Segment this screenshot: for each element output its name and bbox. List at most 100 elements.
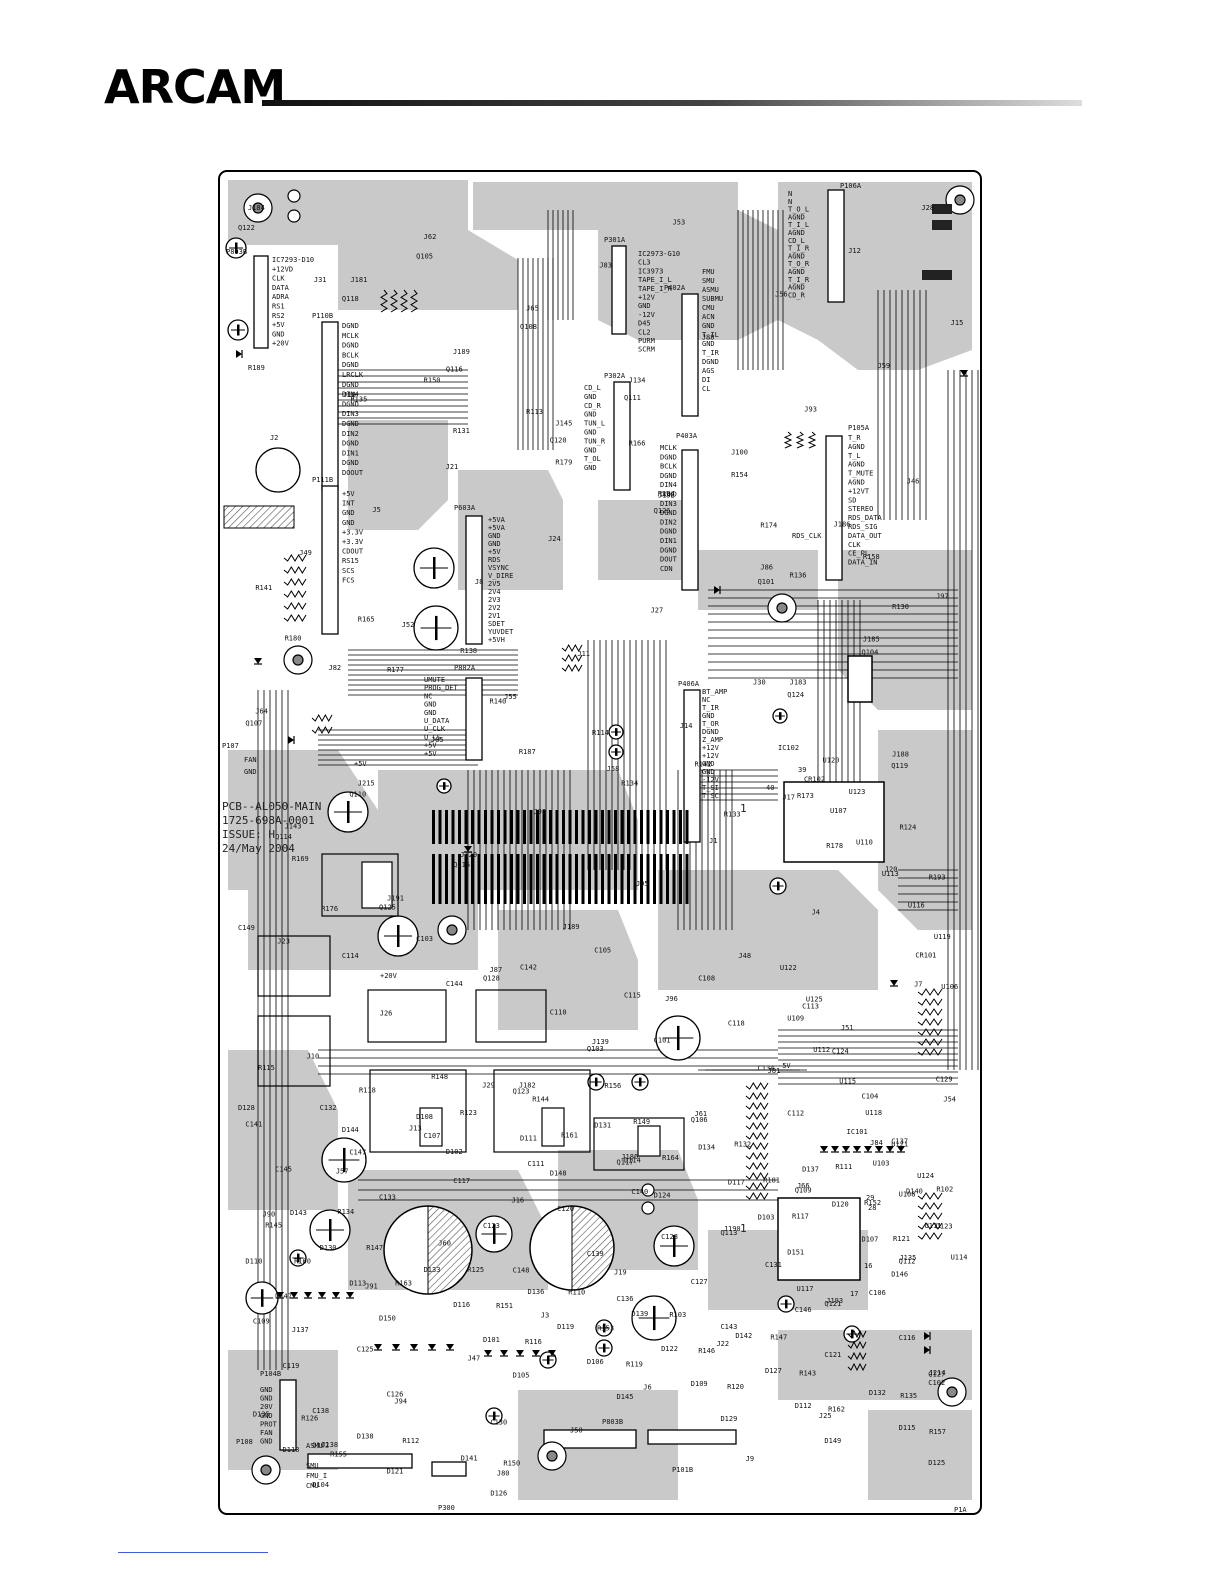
diode-designator: D121: [386, 1468, 403, 1476]
connector-headers: [253, 189, 845, 1477]
label-p107: P107: [222, 742, 239, 750]
pin-label-p110b: DGND: [342, 361, 359, 369]
jumper-designator: J83: [599, 262, 612, 270]
pin-label-p104b: GND: [260, 1386, 273, 1394]
diode-designator: D127: [765, 1367, 782, 1375]
chip-pad: [477, 810, 481, 844]
chip-pad: [594, 810, 598, 844]
diode-designator: D101: [483, 1336, 500, 1344]
resistor-designator: R187: [519, 748, 536, 756]
transistor-designator: Q102: [312, 1442, 329, 1450]
capacitor-designator: C107: [424, 1132, 441, 1140]
pin-label-p104b: GND: [260, 1412, 273, 1420]
chip-pad: [549, 810, 552, 844]
transistor-designator: Q126: [654, 507, 671, 515]
diode-designator: D111: [520, 1135, 537, 1143]
capacitor-designator: C117: [453, 1177, 470, 1185]
transistor-designator: Q107: [245, 720, 262, 728]
ic-designator: U123: [849, 788, 866, 796]
resistor-designator: R141: [255, 584, 272, 592]
pin-label-p302a: GND: [584, 446, 597, 454]
pin-label-p110b: DIN2: [342, 430, 359, 438]
chip-pad: [607, 854, 611, 904]
pin-label-p403a: DIN4: [660, 481, 677, 489]
chip-pad: [471, 854, 474, 904]
diode-designator: D139: [631, 1310, 648, 1318]
chip-pad: [575, 854, 578, 904]
chip-pad: [497, 854, 500, 904]
transistor-designator: Q110: [349, 790, 366, 798]
transistor-designator: Q125: [379, 904, 396, 912]
jumper-designator: J28: [921, 204, 934, 212]
footer-link-underline: [118, 1552, 268, 1553]
chip-pad: [672, 854, 676, 904]
pin-label-p406a: +12V: [702, 744, 720, 752]
resistor-designator: R193: [929, 874, 946, 882]
jumper-designator: J46: [907, 477, 920, 485]
jumper-designator: J95: [636, 880, 649, 888]
jumper-designator: J18: [343, 391, 356, 399]
chip-pad: [523, 854, 526, 904]
diode-designator: D128: [238, 1104, 255, 1112]
pin-label-p104b: FAN: [260, 1429, 273, 1437]
resistor-designator: R116: [525, 1338, 542, 1346]
pin-label-p110b: LRCLK: [342, 371, 364, 379]
ic-designator: CR102: [804, 775, 825, 783]
resistor-designator: R103: [669, 1311, 686, 1319]
diode-designator: D109: [691, 1380, 708, 1388]
pin-40: 40: [766, 784, 774, 792]
pin-label-p302a: TUN_R: [584, 437, 606, 445]
label-p104b: P104B: [260, 1370, 281, 1378]
capacitor-designator: C137: [891, 1137, 908, 1145]
chip-pad: [568, 854, 572, 904]
resistor: [745, 1102, 769, 1110]
transistor-designator: Q120: [550, 436, 567, 444]
resistor: [745, 1092, 769, 1100]
jumper-designator: J57: [336, 1168, 349, 1176]
pin-label-p105a: DATA_OUT: [848, 532, 883, 540]
diode-designator: D138: [357, 1433, 374, 1441]
diode-body: [464, 846, 472, 852]
jumper-designator: J94: [394, 1398, 407, 1406]
pin-label-p105a: CE_PL: [848, 550, 869, 558]
chip-pad: [445, 854, 448, 904]
jumper-designator: J60: [438, 1240, 451, 1248]
pin-label-p106a: N: [788, 190, 792, 198]
pin-label-p402a: FMU: [702, 268, 715, 276]
jumper-designator: J191: [387, 894, 404, 902]
diode-body: [500, 1350, 508, 1356]
component-designators: C149C148C112C114C136C137C144C143C145C110…: [238, 204, 967, 1498]
jumper-designator: J145: [555, 420, 572, 428]
label-p108: P108: [236, 1438, 253, 1446]
label-p803b: P803B: [226, 248, 247, 256]
bulk-caps: [223, 447, 615, 1295]
pin-label-p402a-header: GND: [638, 302, 651, 310]
chip-pad: [627, 854, 630, 904]
ic-designator: U103: [873, 1159, 890, 1167]
diode-body: [714, 586, 720, 594]
capacitor-designator: C108: [698, 975, 715, 983]
pin-label-p803b: RS2: [272, 312, 285, 320]
resistor-designator: R118: [359, 1086, 376, 1094]
pin-label-columns: IC7293-D10+12VDCLKDATAADRARS1RS2+5VGND+2…: [260, 190, 883, 1446]
diode-designator: D131: [594, 1122, 611, 1130]
jumper-designator: J8: [475, 578, 483, 586]
pcb-diagram: PCB--AL050-MAIN 1725-698A-0001 ISSUE: H …: [218, 170, 982, 1515]
chip-pad: [451, 854, 455, 904]
resistor-designator: R160: [294, 1257, 311, 1265]
jumper-designator: J86: [760, 564, 773, 572]
jumper-designator: J138: [321, 1441, 338, 1449]
diode-body: [304, 1292, 312, 1298]
pin-label-p402a-header: TAPE_I_R: [638, 285, 673, 293]
label-p105a: P105A: [848, 424, 870, 432]
resistor: [847, 1329, 867, 1339]
resistor: [917, 1028, 943, 1036]
pin-label-p110b: DGND: [342, 322, 359, 330]
label-p803b-bottom: P803B: [602, 1418, 623, 1426]
diode-body: [428, 1344, 436, 1350]
pin-label-p402a: SMU: [702, 277, 715, 285]
diode-body: [853, 1146, 861, 1152]
capacitor-designator: C145: [275, 1166, 292, 1174]
resistor-designator: R113: [526, 408, 543, 416]
pin-label-p403a: DGND: [660, 528, 677, 536]
